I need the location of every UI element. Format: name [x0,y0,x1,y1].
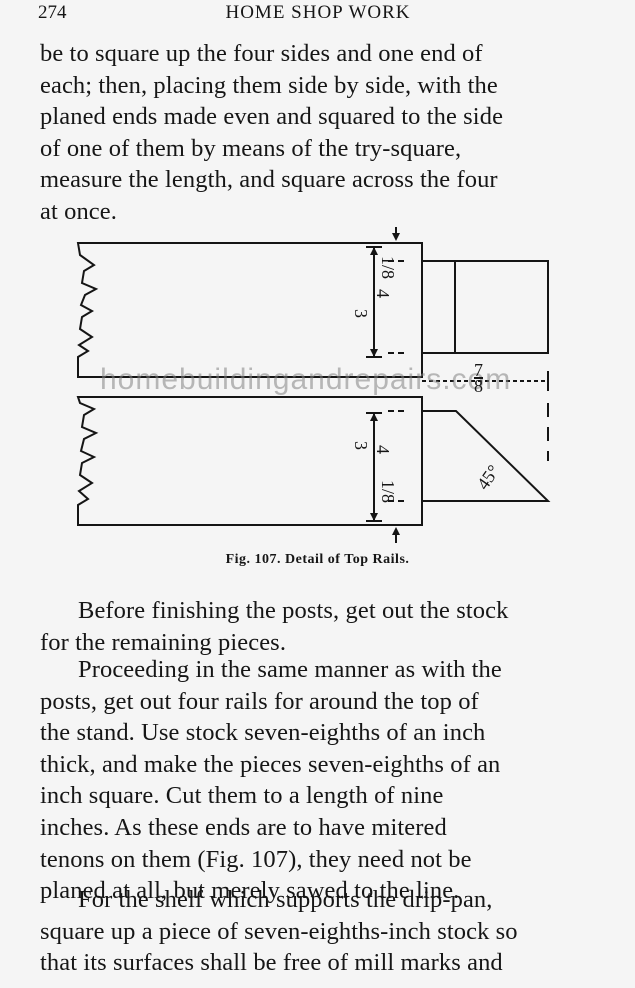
running-header: 274 HOME SHOP WORK [38,2,598,28]
text-line: For the shelf which supports the drip-pa… [78,886,493,913]
text-line: each; then, placing them side by side, w… [40,71,498,99]
bottom-fraction-num: 1 [378,479,399,489]
bottom-dimension: 3 [351,441,371,450]
text-line: the stand. Use stock seven-eighths of an… [40,719,486,747]
watermark: homebuildingandrepairs.com [100,363,512,396]
top-rails-diagram [76,227,551,543]
text-line: Before finishing the posts, get out the … [78,597,509,624]
text-line: that its surfaces shall be free of mill … [40,949,503,977]
paragraph-2: Proceeding in the same manner as with th… [40,654,582,907]
gap-fraction-num: 7 [474,360,483,380]
text-line: tenons on them (Fig. 107), they need not… [40,845,472,873]
bottom-quarter: 4 [373,445,393,454]
gap-fraction: 7 8 [474,360,483,396]
top-fraction-den: 8 [378,270,399,280]
paragraph-1: Before finishing the posts, get out the … [40,595,582,658]
top-dimension: 3 [351,309,371,318]
text-line: at once. [40,197,117,225]
text-line: thick, and make the pieces seven-eighths… [40,750,501,778]
text-line: be to square up the four sides and one e… [40,40,483,67]
text-line: inch square. Cut them to a length of nin… [40,782,444,810]
text-line: posts, get out four rails for around the… [40,687,479,715]
bottom-fraction: 1/8 [378,479,399,504]
top-rail-outline [76,242,423,378]
paragraph-top: be to square up the four sides and one e… [40,38,582,228]
text-line: square up a piece of seven-eighths-inch … [40,917,518,945]
top-fraction-num: 1 [378,255,399,265]
running-title: HOME SHOP WORK [225,2,411,23]
text-line: Proceeding in the same manner as with th… [78,656,502,683]
bottom-fraction-den: 8 [378,494,399,504]
bottom-rail-outline [76,396,423,526]
text-line: inches. As these ends are to have mitere… [40,813,447,841]
bottom-tenon-outline [422,410,551,502]
figure-caption: Fig. 107. Detail of Top Rails. [225,552,410,567]
top-tenon-outline [422,260,549,354]
gap-fraction-den: 8 [474,376,483,396]
text-line: measure the length, and square across th… [40,166,498,194]
top-quarter: 4 [373,289,393,298]
text-line: planed ends made even and squared to the… [40,103,504,131]
figure-107: homebuildingandrepairs.com 1/8 4 3 7 8 3… [70,225,570,545]
text-line: planed at all, but merely sawed to the l… [40,877,460,905]
paragraph-3: For the shelf which supports the drip-pa… [40,884,582,979]
text-line: of one of them by means of the try-squar… [40,134,462,162]
page-number: 274 [38,2,67,23]
top-fraction: 1/8 [378,255,399,280]
text-line: for the remaining pieces. [40,628,287,656]
